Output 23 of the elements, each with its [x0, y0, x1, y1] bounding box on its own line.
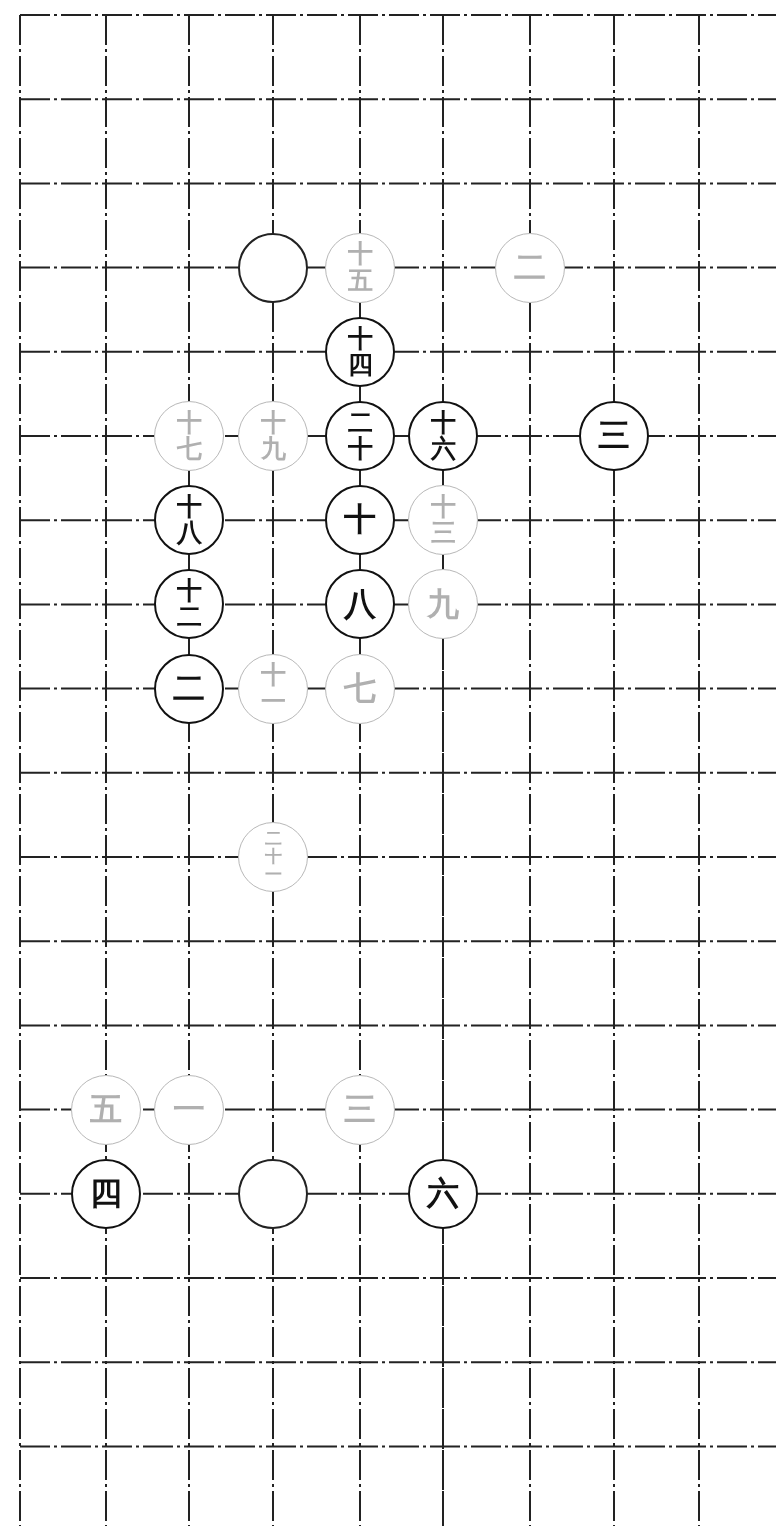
move-number: 十三: [430, 493, 456, 547]
move-number: 三: [344, 1092, 376, 1127]
move-number: 二: [514, 250, 546, 285]
move-number: 六: [427, 1177, 459, 1211]
move-number: 十九: [260, 409, 286, 463]
move-number: 二十: [347, 409, 373, 463]
move-number: 三: [598, 419, 630, 453]
move-number: 十七: [176, 409, 202, 463]
move-number: 二: [173, 671, 205, 706]
move-number: 十五: [347, 241, 373, 294]
move-number: 十八: [176, 493, 202, 547]
move-number: 十四: [347, 325, 373, 379]
move-number: 十: [344, 503, 376, 537]
move-number: 十六: [430, 409, 456, 463]
move-number: 五: [90, 1092, 122, 1127]
move-number: 二十一: [264, 830, 282, 884]
move-number: 九: [427, 587, 459, 622]
move-number: 十二: [176, 578, 202, 631]
move-number: 八: [344, 587, 376, 622]
move-number: 一: [173, 1092, 205, 1127]
move-number: 十一: [260, 662, 286, 715]
move-number: 四: [90, 1177, 122, 1211]
move-number: 七: [344, 671, 376, 706]
